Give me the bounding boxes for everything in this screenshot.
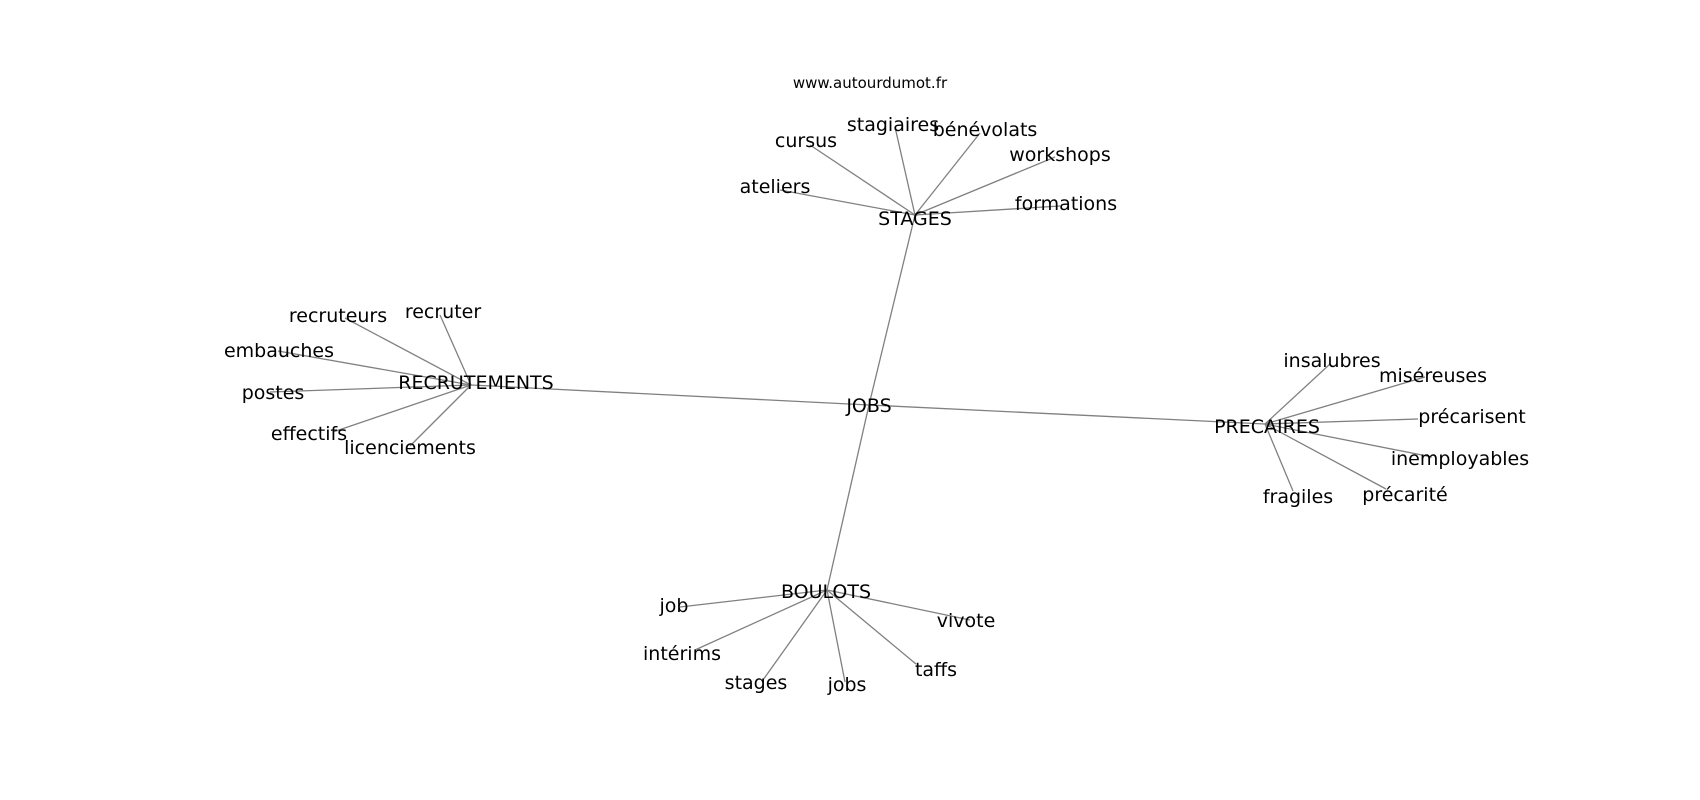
edge-stages-4	[914, 156, 1056, 216]
edge-center-to-boulots	[826, 404, 870, 591]
word-node: jobs	[827, 674, 867, 696]
edge-center-to-recrutements	[470, 384, 870, 406]
edge-boulots-3	[826, 589, 846, 683]
edge-recrutements-4	[332, 384, 472, 433]
edge-boulots-5	[826, 589, 971, 621]
word-node: licenciements	[344, 437, 476, 459]
edge-center-to-stages	[868, 214, 916, 406]
edge-stages-1	[809, 144, 916, 216]
edge-precaires-3	[1264, 423, 1433, 458]
hub-node-recrutements: RECRUTEMENTS	[398, 372, 553, 394]
hub-node-precaires: PRECAIRES	[1214, 416, 1320, 438]
word-node: effectifs	[271, 423, 347, 445]
edge-recrutements-2	[277, 350, 472, 386]
edge-precaires-0	[1264, 363, 1331, 425]
hub-node-boulots: BOULOTS	[781, 581, 871, 603]
edge-precaires-5	[1264, 423, 1294, 492]
word-node: postes	[242, 382, 305, 404]
edge-boulots-1	[694, 589, 828, 651]
word-node: intérims	[643, 643, 721, 665]
word-node: cursus	[775, 130, 837, 152]
edge-boulots-0	[679, 589, 828, 608]
edge-recrutements-0	[344, 317, 472, 386]
word-node: recruteurs	[289, 305, 387, 327]
word-node: recruter	[405, 301, 482, 323]
word-node: précarité	[1362, 484, 1447, 506]
word-node: fragiles	[1263, 486, 1333, 508]
edge-precaires-2	[1264, 418, 1419, 425]
graph-labels: www.autourdumot.fr JOBS STAGES ateliers cu…	[224, 74, 1529, 696]
word-node: inemployables	[1391, 448, 1529, 470]
word-node: formations	[1015, 193, 1117, 215]
word-node: miséreuses	[1379, 365, 1487, 387]
edge-precaires-1	[1264, 376, 1426, 425]
word-node: embauches	[224, 340, 334, 362]
word-node: job	[659, 595, 689, 617]
word-node: stagiaires	[847, 114, 939, 136]
word-node: taffs	[915, 659, 957, 681]
word-node: précarisent	[1418, 406, 1525, 428]
word-node: insalubres	[1283, 350, 1380, 372]
edge-stages-5	[914, 205, 1061, 216]
word-node: ateliers	[740, 176, 811, 198]
edge-boulots-4	[826, 589, 917, 665]
edge-recrutements-1	[439, 314, 472, 386]
word-node: bénévolats	[933, 119, 1038, 141]
graph-edges	[269, 126, 1433, 683]
hub-node-stages: STAGES	[878, 208, 952, 230]
edge-stages-3	[914, 132, 981, 216]
word-node: vivote	[937, 610, 996, 632]
edge-center-to-precaires	[868, 404, 1266, 425]
edge-recrutements-5	[409, 384, 472, 447]
edge-recrutements-3	[269, 384, 472, 393]
edge-stages-2	[894, 126, 916, 216]
edge-precaires-4	[1264, 423, 1387, 490]
source-credit: www.autourdumot.fr	[793, 74, 948, 92]
center-node-label: JOBS	[845, 395, 891, 417]
edge-boulots-2	[762, 589, 828, 681]
edge-stages-0	[779, 189, 916, 216]
word-node: workshops	[1009, 144, 1111, 166]
word-node: stages	[725, 672, 788, 694]
